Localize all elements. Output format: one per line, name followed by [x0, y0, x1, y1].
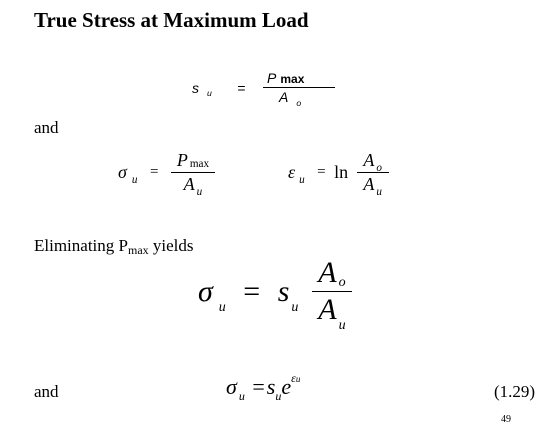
page-number: 49: [501, 414, 511, 425]
eq1-equals: =: [237, 79, 246, 96]
and-label-1: and: [34, 118, 59, 137]
eliminating-text: Eliminating Pmax yields: [34, 236, 194, 257]
slide-title: True Stress at Maximum Load: [34, 8, 309, 32]
and-label-2: and: [34, 382, 59, 401]
equation-number: (1.29): [494, 382, 536, 401]
